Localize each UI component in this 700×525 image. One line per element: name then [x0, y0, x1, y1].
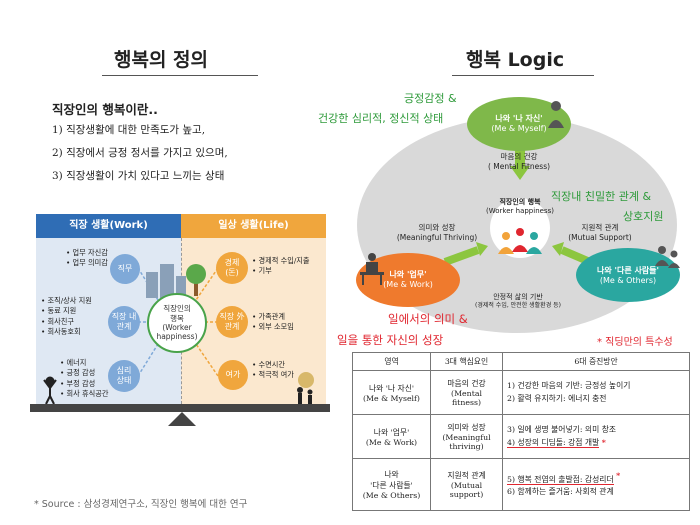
table-header-area: 영역 [352, 352, 431, 371]
stable-base-label: 안정적 삶의 기반 (경제적 수입, 안전한 생활환경 등) [475, 293, 561, 310]
work-psych-bullets: • 에너지 • 긍정 감성 • 부정 감성 • 회사 휴식공간 [60, 358, 109, 399]
red-label-2: 일을 통한 자신의 성장 [337, 333, 444, 347]
table-row: 나와 '나 자신' (Me & Myself) 마음의 건강 (Mental f… [352, 370, 690, 415]
table-header-factor: 3대 핵심요인 [430, 352, 503, 371]
special-note: * 직딩만의 특수성 [597, 337, 673, 348]
balance-scale-beam [30, 404, 330, 412]
table-cell-area: 나와 '다른 사람들' (Me & Others) [352, 458, 431, 511]
table-cell-plans: 1) 건강한 마음의 기반: 긍정성 높이기 2) 활력 유지하기: 에너지 충… [502, 370, 690, 415]
green-label-top-1: 긍정감정 & [404, 92, 457, 105]
desk-worker-icon [360, 253, 384, 285]
logic-title: 행복 Logic [466, 49, 565, 71]
red-label-1: 일에서의 의미 & [388, 312, 468, 326]
worker-happiness-center: 직장인의 행복 (Worker happiness) [147, 293, 207, 353]
node-me-others: 나와 '다른 사람들' (Me & Others) [597, 266, 659, 286]
happiness-table: 영역 3대 핵심요인 6대 증진방안 나와 '나 자신' (Me & Mysel… [352, 352, 690, 511]
work-header: 직장 생활(Work) [36, 214, 181, 238]
work-job-bullets: • 업무 자신감 • 업무 의미감 [66, 248, 108, 268]
meaningful-thriving-label: 의미와 성장 (Meaningful Thriving) [396, 223, 478, 242]
definition-item-1: 1) 직장생활에 대한 만족도가 높고, [52, 124, 206, 136]
building-icon [146, 264, 186, 298]
table-cell-factor: 지원적 관계 (Mutual support) [430, 458, 503, 511]
work-relations-bullets: • 조직/상사 지원 • 동료 지원 • 회사친구 • 회사동호회 [41, 296, 92, 337]
table-row: 나와 '업무' (Me & Work) 의미와 성장 (Meaningful t… [352, 414, 690, 459]
definition-item-2: 2) 직장에서 긍정 정서를 가지고 있으며, [52, 147, 228, 159]
table-cell-area: 나와 '나 자신' (Me & Myself) [352, 370, 431, 415]
team-icon [498, 228, 542, 254]
work-node-psych: 심리 상태 [108, 360, 140, 392]
green-label-right-1: 직장내 친밀한 관계 & [551, 190, 652, 203]
group-icon [655, 246, 680, 268]
table-header-plans: 6대 증진방안 [502, 352, 690, 371]
green-label-top-2: 건강한 심리적, 정신적 상태 [318, 112, 444, 125]
mutual-support-label: 지원적 관계 (Mutual Support) [568, 223, 632, 242]
green-label-right-2: 상호지원 [623, 210, 664, 223]
table-cell-factor: 의미와 성장 (Meaningful thriving) [430, 414, 503, 459]
life-panel [181, 214, 326, 404]
highlight-asterisk: * [616, 471, 621, 481]
logic-center-label: 직장인의 행복 (Worker happiness) [486, 198, 554, 216]
worker-figure-icon [43, 376, 57, 405]
table-cell-area: 나와 '업무' (Me & Work) [352, 414, 431, 459]
mental-fitness-label: 마음의 건강 ( Mental Fitness) [487, 152, 551, 171]
family-figure-icon [297, 372, 314, 404]
node-me-work: 나와 '업무' (Me & Work) [383, 270, 433, 290]
table-cell-plans: 3) 일에 생명 불어넣기: 의미 창조 4) 성장의 디딤돌: 강점 개발 * [502, 414, 690, 459]
life-leisure-bullets: • 수면시간 • 적극적 여가 [252, 360, 294, 380]
table-cell-factor: 마음의 건강 (Mental fitness) [430, 370, 503, 415]
life-node-money: 경제 (돈) [216, 252, 248, 284]
work-node-job: 직무 [110, 254, 140, 284]
balance-scale-fulcrum [168, 412, 196, 426]
node-me-myself: 나와 '나 자신' (Me & Myself) [491, 114, 547, 134]
definition-title: 행복의 정의 [114, 49, 209, 71]
definition-item-3: 3) 직장생활이 가치 있다고 느끼는 상태 [52, 170, 225, 182]
highlight-asterisk: * [601, 437, 606, 447]
work-node-relations: 직장 내 관계 [108, 306, 140, 338]
definition-title-underline [102, 75, 258, 76]
tree-icon [186, 264, 206, 296]
life-node-relations: 직장 外 관계 [216, 306, 248, 338]
source-note: * Source : 삼성경제연구소, 직장인 행복에 대한 연구 [34, 499, 248, 510]
life-header: 일상 생활(Life) [181, 214, 326, 238]
table-header-row: 영역 3대 핵심요인 6대 증진방안 [352, 352, 690, 371]
life-relations-bullets: • 가족관계 • 외부 소모임 [252, 312, 294, 332]
highlighted-plan: 4) 성장의 디딤돌: 강점 개발 * [507, 437, 606, 448]
table-cell-plans: 5) 행복 전염의 출발점: 감성리더 * 6) 함께하는 즐거움: 사회적 관… [502, 458, 690, 511]
person-icon [548, 101, 564, 128]
definition-lead: 직장인의 행복이란.. [52, 102, 158, 117]
life-money-bullets: • 경제적 수입/지출 • 기부 [252, 256, 310, 276]
life-node-leisure: 여가 [218, 360, 248, 390]
logic-title-underline [452, 75, 594, 76]
table-row: 나와 '다른 사람들' (Me & Others) 지원적 관계 (Mutual… [352, 458, 690, 511]
highlighted-plan: 5) 행복 전염의 출발점: 감성리더 * [507, 471, 621, 485]
